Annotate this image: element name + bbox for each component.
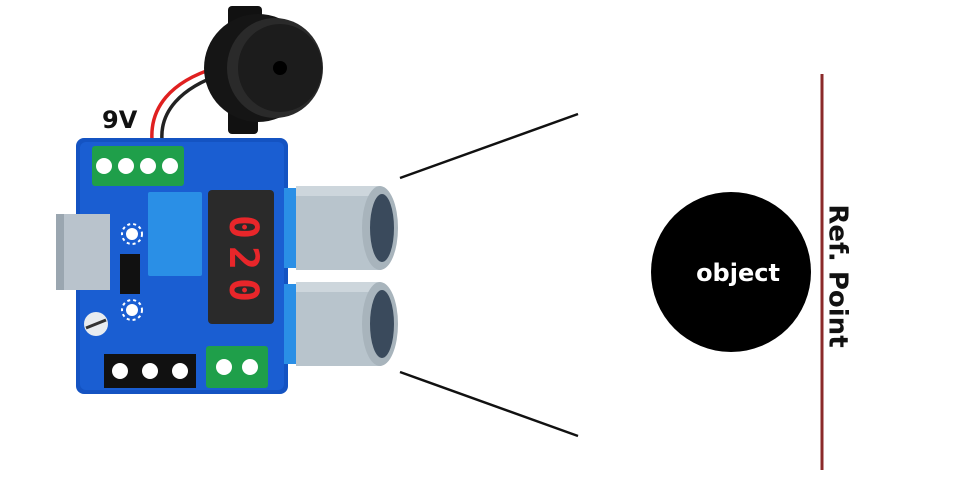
beam-upper-line: [399, 112, 579, 180]
output-terminal: [206, 346, 268, 388]
power-terminal: [92, 146, 184, 186]
power-label: 9V: [102, 106, 138, 134]
side-connector: [56, 214, 110, 290]
circuit-board: 0 2 0: [56, 138, 288, 394]
potentiometer: [84, 312, 108, 336]
display-digit-3: 0: [220, 278, 266, 302]
transmitter-transducer: [296, 186, 398, 270]
display-digit-1: 0: [220, 215, 266, 239]
reference-label: Ref. Point: [823, 204, 853, 347]
target-object: object: [651, 192, 811, 352]
ultrasonic-sensor: [284, 186, 398, 366]
header-pins: [104, 354, 196, 388]
buzzer: [204, 6, 323, 134]
seven-segment-display: 0 2 0: [208, 190, 274, 324]
receiver-transducer: [296, 282, 398, 366]
microcontroller-chip: [148, 192, 202, 276]
ic-chip: [120, 254, 140, 294]
status-leds: [121, 223, 143, 321]
object-label: object: [696, 259, 780, 287]
beam-lower-line: [399, 370, 579, 438]
display-digit-2: 2: [220, 246, 266, 270]
